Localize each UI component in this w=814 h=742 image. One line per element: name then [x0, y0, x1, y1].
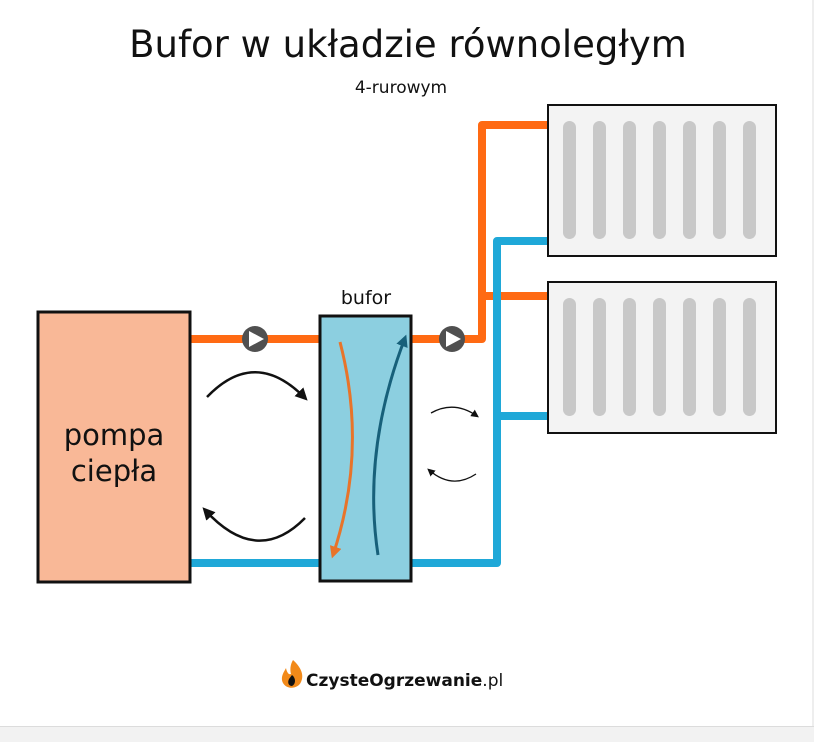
secondary-circuit-arrow-bottom	[427, 468, 477, 482]
circulation-pump-icon	[242, 326, 268, 352]
circulation-pump-icon	[439, 326, 465, 352]
brand-logo-text: CzysteOgrzewanie.pl	[306, 671, 503, 691]
heat-pump-label-line1: pompa	[64, 418, 165, 452]
brand-name-suffix: .pl	[482, 671, 503, 691]
primary-circuit-arrow-bottom	[202, 507, 306, 542]
buffer-cold-flow-arrow	[372, 334, 408, 556]
cold-pipes	[190, 237, 548, 567]
secondary-circuit-arrow-top	[430, 406, 479, 418]
buffer-hot-flow-arrow	[329, 341, 354, 559]
heat-pump-label-line2: ciepła	[71, 454, 157, 488]
diagram-title: Bufor w układzie równoległym	[129, 23, 687, 66]
radiator-icon	[547, 281, 777, 434]
heat-pump	[36, 310, 192, 584]
window-bottom-bar	[0, 726, 814, 742]
primary-circuit-arrow-top	[206, 371, 308, 401]
hot-pipe-buffer-to-radiators	[410, 121, 548, 343]
brand-name-bold: CzysteOgrzewanie	[306, 671, 482, 691]
window-right-edge	[812, 0, 814, 726]
buffer-label: bufor	[341, 287, 391, 309]
cold-pipe-radiators-to-buffer	[410, 237, 548, 567]
diagram-subtitle: 4-rurowym	[355, 78, 447, 98]
radiator-icon	[547, 104, 777, 257]
flame-icon	[281, 660, 303, 688]
